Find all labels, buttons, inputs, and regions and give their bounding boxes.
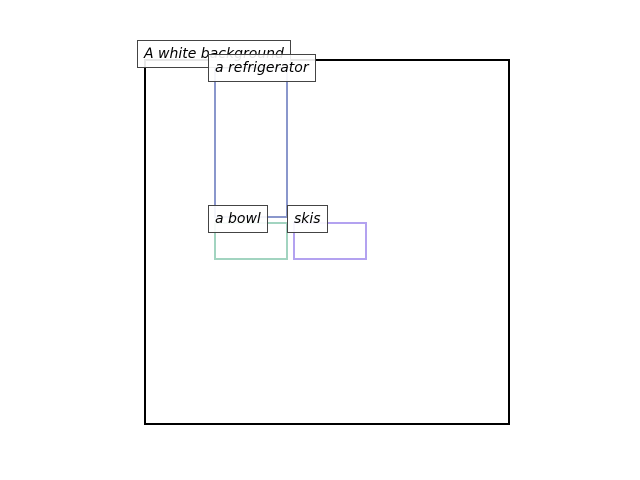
- bowl-label: a bowl: [208, 205, 268, 233]
- canvas-frame: [144, 59, 510, 425]
- skis-box: [293, 222, 367, 260]
- refrigerator-label: a refrigerator: [208, 54, 316, 82]
- refrigerator-box: [214, 67, 288, 218]
- skis-label: skis: [287, 205, 328, 233]
